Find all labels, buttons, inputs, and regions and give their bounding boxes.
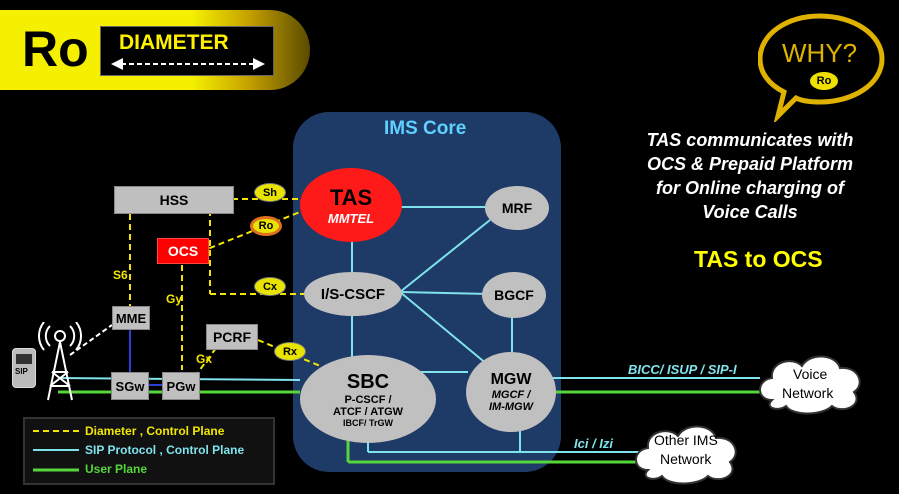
tas-title: TAS — [329, 184, 373, 210]
sbc-line2: ATCF / ATGW — [332, 405, 404, 418]
diameter-tag: DIAMETER — [100, 26, 274, 76]
legend-box: Diameter , Control Plane SIP Protocol , … — [23, 417, 275, 485]
bgcf-node[interactable]: BGCF — [482, 272, 546, 318]
legend-diameter: Diameter , Control Plane — [85, 424, 225, 438]
why-ro-badge: Ro — [810, 72, 838, 90]
sbc-node[interactable]: SBC P-CSCF / ATCF / ATGW IBCF/ TrGW — [300, 355, 436, 443]
ro-banner-label: Ro — [22, 21, 89, 77]
gx-label: Gx — [196, 352, 213, 366]
icscf-node[interactable]: I/S-CSCF — [304, 272, 402, 316]
description-block: TAS communicates with OCS & Prepaid Plat… — [620, 128, 880, 224]
legend-line-icons — [33, 430, 79, 472]
rx-interface-badge: Rx — [274, 342, 306, 361]
s6-label: S6 — [113, 268, 128, 282]
sbc-line1: P-CSCF / — [344, 393, 392, 406]
mrf-node[interactable]: MRF — [485, 186, 549, 230]
mgw-title: MGW — [490, 371, 532, 388]
mgw-line1: MGCF / — [491, 389, 531, 401]
mrf-label: MRF — [501, 200, 533, 216]
diameter-label: DIAMETER — [119, 31, 229, 54]
voice-network-line2: Network — [782, 385, 834, 401]
gy-label: Gy — [166, 292, 183, 306]
why-speech-bubble-icon — [758, 13, 885, 122]
tas-subtitle: MMTEL — [327, 210, 375, 226]
legend-sip: SIP Protocol , Control Plane — [85, 443, 245, 457]
bgcf-label: BGCF — [494, 287, 534, 303]
mme-node[interactable]: MME — [112, 306, 150, 330]
ro-interface-badge: Ro — [250, 216, 282, 236]
sh-interface-badge: Sh — [254, 183, 286, 202]
description-line1: TAS communicates with — [646, 130, 854, 150]
other-ims-network-cloud-icon — [635, 425, 737, 485]
sbc-title: SBC — [346, 370, 390, 393]
ims-core-title: IMS Core — [384, 118, 467, 139]
bicc-protocol-label: BICC/ ISUP / SIP-I — [628, 362, 737, 377]
ocs-node[interactable]: OCS — [157, 238, 209, 264]
antenna-tower-icon — [37, 322, 83, 401]
cx-interface-badge: Cx — [254, 277, 286, 296]
description-line3: for Online charging of — [656, 178, 844, 198]
sip-tag: SIP — [15, 367, 28, 376]
pcrf-node[interactable]: PCRF — [206, 324, 258, 350]
sbc-line3: IBCF/ TrGW — [343, 417, 393, 428]
voice-network-line1: Voice — [793, 366, 828, 382]
ro-banner: Ro DIAMETER — [0, 10, 310, 90]
mgw-line2: IM-MGW — [489, 401, 533, 413]
mgw-node[interactable]: MGW MGCF / IM-MGW — [466, 352, 556, 432]
why-text: WHY? — [782, 38, 858, 68]
ici-protocol-label: Ici / Izi — [574, 436, 614, 451]
tas-to-ocs-highlight: TAS to OCS — [694, 246, 823, 272]
other-network-line2: Network — [660, 451, 712, 467]
icscf-label: I/S-CSCF — [320, 285, 386, 303]
tas-node[interactable]: TAS MMTEL — [300, 168, 402, 242]
sip-phone-icon: SIP — [12, 348, 36, 388]
voice-network-cloud-icon — [759, 355, 861, 415]
pgw-node[interactable]: PGw — [162, 372, 200, 400]
diameter-double-arrow-icon — [111, 58, 265, 70]
hss-node[interactable]: HSS — [114, 186, 234, 214]
sgw-node[interactable]: SGw — [111, 372, 149, 400]
other-network-line1: Other IMS — [654, 432, 718, 448]
legend-user-plane: User Plane — [85, 462, 148, 476]
description-line2: OCS & Prepaid Platform — [646, 154, 854, 174]
description-line4: Voice Calls — [702, 202, 798, 222]
